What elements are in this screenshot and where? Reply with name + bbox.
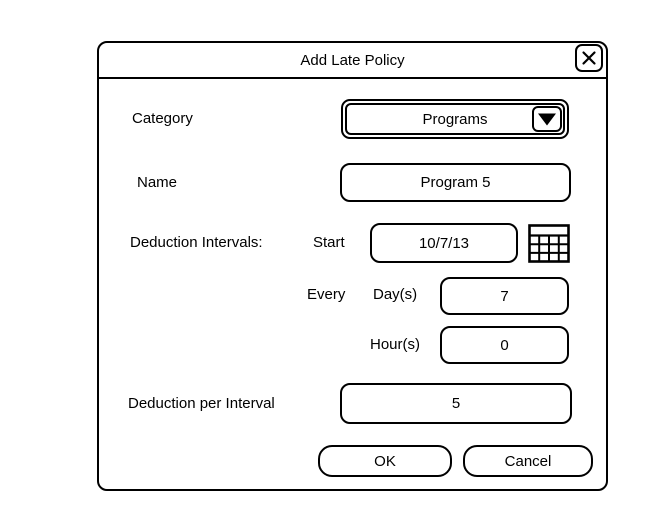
deduction-per-interval-label: Deduction per Interval (128, 395, 275, 412)
category-select-inner: Programs (345, 103, 565, 135)
hours-label: Hour(s) (370, 336, 421, 353)
add-late-policy-dialog: Add Late Policy Category Programs Name D… (97, 41, 608, 491)
close-button[interactable] (575, 44, 603, 72)
category-select[interactable]: Programs (341, 99, 569, 139)
category-label: Category (132, 110, 193, 127)
every-label: Every (307, 286, 346, 303)
close-icon (581, 50, 597, 66)
hours-input[interactable] (440, 326, 569, 364)
deduction-per-interval-input[interactable] (340, 383, 572, 424)
category-selected-value: Programs (422, 110, 488, 128)
start-label: Start (313, 234, 345, 251)
dialog-titlebar: Add Late Policy (99, 43, 606, 79)
dialog-title: Add Late Policy (300, 52, 405, 69)
name-input[interactable] (340, 163, 571, 202)
name-label: Name (137, 174, 178, 191)
deduction-intervals-label: Deduction Intervals: (130, 234, 263, 251)
start-date-input[interactable] (370, 223, 518, 263)
calendar-icon[interactable] (528, 224, 570, 263)
chevron-down-icon[interactable] (532, 106, 562, 132)
days-input[interactable] (440, 277, 569, 315)
days-label: Day(s) (373, 286, 418, 303)
ok-button[interactable]: OK (318, 445, 452, 477)
cancel-button[interactable]: Cancel (463, 445, 593, 477)
